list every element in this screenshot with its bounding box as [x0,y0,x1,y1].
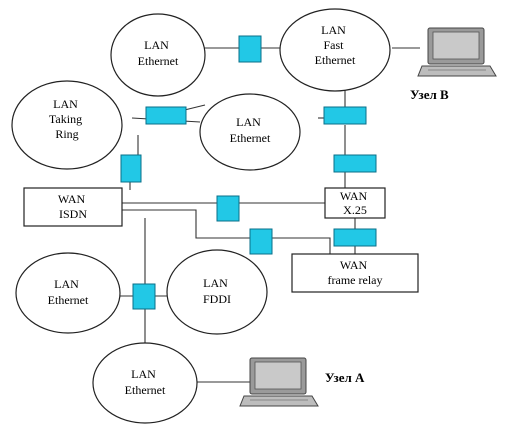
lan-ethernet-bottom-shape [92,342,198,424]
wire-isdn-to-frame [122,209,331,254]
network-shapes [11,8,419,424]
node-a-label: Узел А [325,370,365,385]
lan-ethernet-mid-label: LAN Ethernet [230,115,271,145]
connector [216,195,240,222]
connector [238,35,262,63]
lan-fast-ethernet-label: LAN Fast Ethernet [315,23,356,67]
lan-ethernet-mid-shape [199,93,301,171]
lan-token-ring-label: LAN Taking Ring [49,97,85,141]
lan-fast-ethernet-shape [279,8,391,92]
lan-fddi-label: LAN FDDI [203,276,231,306]
connector [323,106,367,125]
connector [249,228,273,255]
network-labels: LAN Ethernet LAN Fast Ethernet LAN Takin… [48,23,383,397]
wan-frame-relay-label: WAN frame relay [328,258,383,287]
node-b-label: Узел В [410,87,449,102]
lan-ethernet-top-shape [110,13,206,97]
lan-ethernet-left-shape [15,252,121,334]
lan-fddi-shape [166,249,268,335]
connector [145,106,187,125]
laptop-icon [239,357,319,407]
connector [333,154,377,173]
lan-ethernet-left-label: LAN Ethernet [48,277,89,307]
lan-ethernet-top-label: LAN Ethernet [138,38,179,68]
lan-token-ring-shape [11,80,123,170]
wan-isdn-shape [23,187,123,227]
connector [333,228,377,247]
wan-x25-shape [324,187,386,219]
connectors [120,35,377,310]
lan-ethernet-bottom-label: LAN Ethernet [125,367,166,397]
wan-isdn-label: WAN ISDN [58,192,88,221]
laptop-icon [417,27,497,77]
wan-x25-label: WAN X.25 [340,189,370,217]
wan-frame-relay-shape [291,253,419,293]
connector [132,283,156,310]
connector [120,154,142,183]
